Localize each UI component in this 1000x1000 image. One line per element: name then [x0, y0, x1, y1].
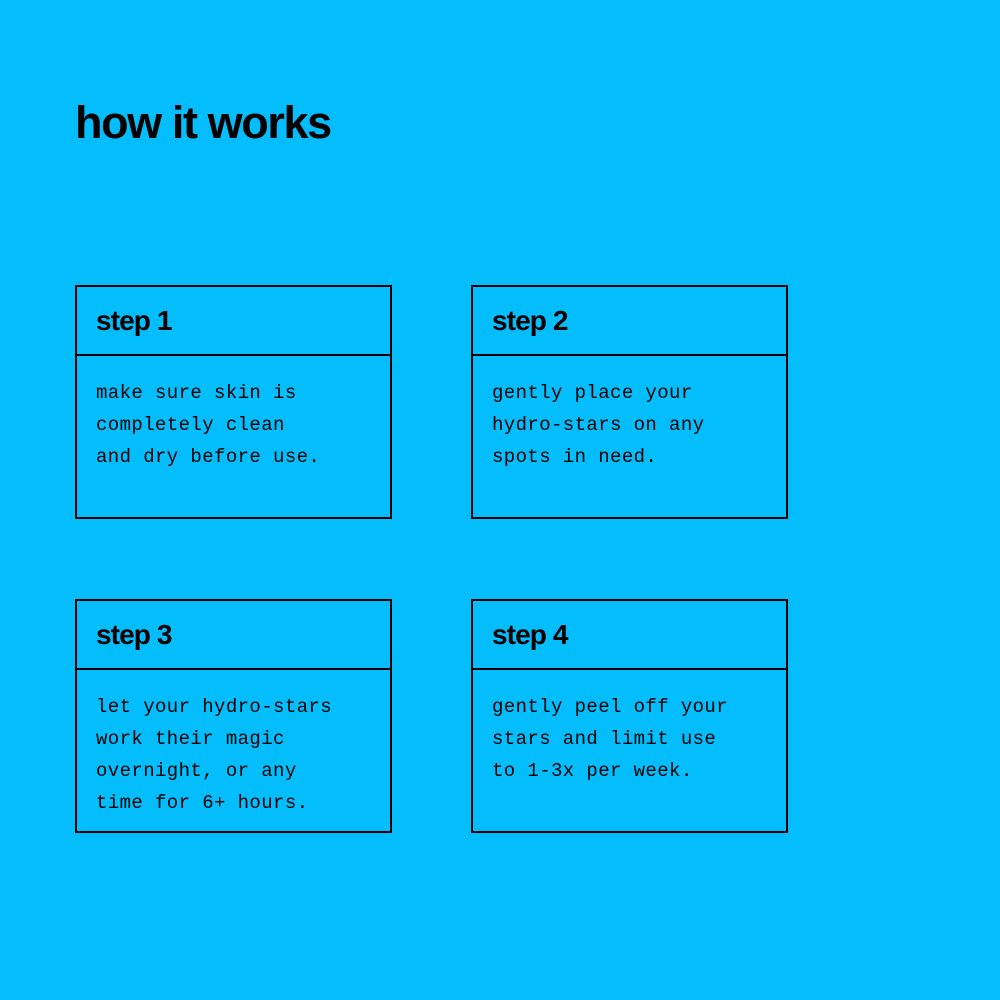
step-card-4-title: step 4	[492, 618, 568, 650]
step-card-1: step 1 make sure skin is completely clea…	[75, 285, 392, 519]
step-card-2-body: gently place your hydro-stars on any spo…	[473, 356, 786, 517]
step-card-4-text: gently peel off your stars and limit use…	[492, 696, 729, 782]
step-card-1-body: make sure skin is completely clean and d…	[77, 356, 390, 517]
step-card-2-text: gently place your hydro-stars on any spo…	[492, 382, 705, 468]
step-card-3-title: step 3	[96, 618, 172, 650]
step-card-2: step 2 gently place your hydro-stars on …	[471, 285, 788, 519]
step-card-1-title: step 1	[96, 304, 172, 336]
step-card-1-text: make sure skin is completely clean and d…	[96, 382, 321, 468]
step-card-2-title: step 2	[492, 304, 568, 336]
step-card-3-text: let your hydro-stars work their magic ov…	[96, 696, 333, 814]
step-card-4-body: gently peel off your stars and limit use…	[473, 670, 786, 831]
steps-grid: step 1 make sure skin is completely clea…	[75, 285, 788, 833]
step-card-4-header: step 4	[473, 601, 786, 670]
step-card-3-header: step 3	[77, 601, 390, 670]
step-card-3: step 3 let your hydro-stars work their m…	[75, 599, 392, 833]
step-card-1-header: step 1	[77, 287, 390, 356]
page-title: how it works	[75, 97, 332, 148]
step-card-3-body: let your hydro-stars work their magic ov…	[77, 670, 390, 831]
step-card-4: step 4 gently peel off your stars and li…	[471, 599, 788, 833]
step-card-2-header: step 2	[473, 287, 786, 356]
